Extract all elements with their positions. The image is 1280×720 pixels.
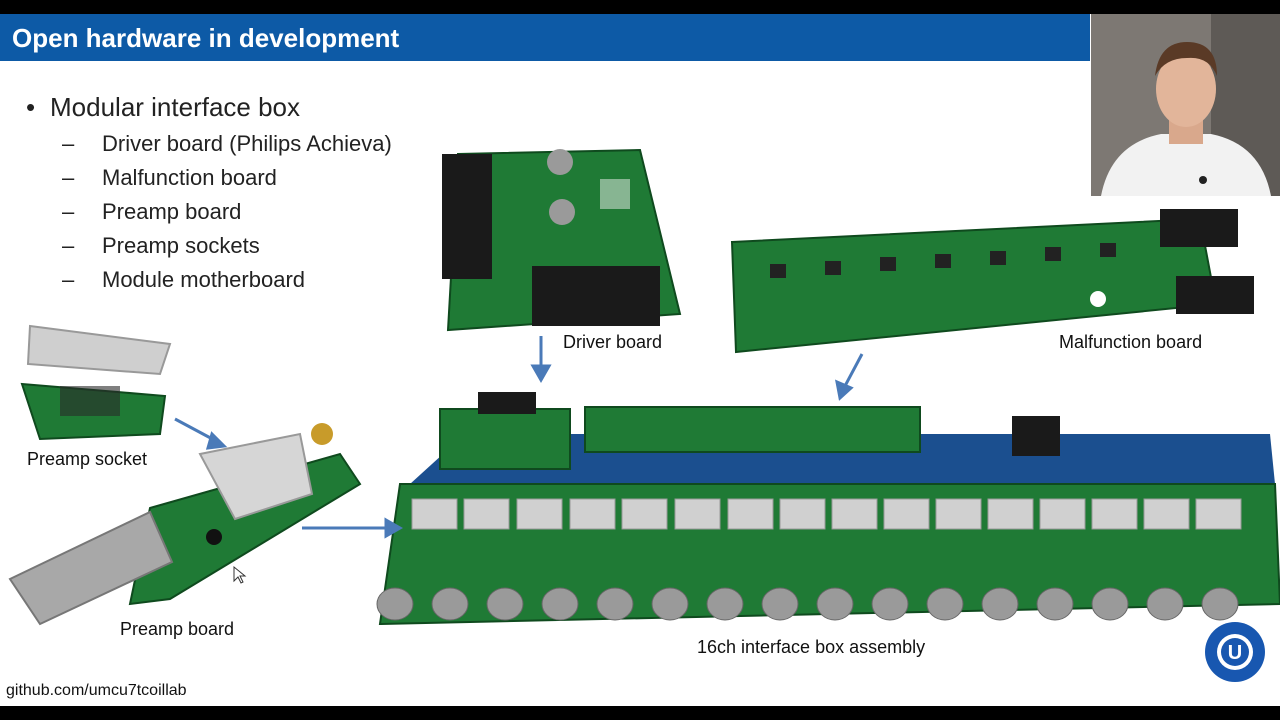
github-link[interactable]: github.com/umcu7tcoillab [6, 682, 187, 699]
arrows [174, 336, 864, 539]
sub-item-text: Malfunction board [102, 165, 277, 190]
bullet-list: • Modular interface box – Driver board (P… [26, 92, 392, 293]
label-driver-board: Driver board [563, 332, 663, 352]
sub-item-text: Module motherboard [102, 267, 306, 292]
sub-item-text: Preamp sockets [102, 233, 260, 258]
title-bar: Open hardware in development [0, 14, 1090, 61]
label-preamp-board: Preamp board [120, 619, 235, 639]
sub-item-driver-board: – Driver board (Philips Achieva) [26, 131, 392, 157]
driver-board-image [442, 148, 682, 332]
sub-item-text: Driver board (Philips Achieva) [102, 131, 392, 156]
sub-item-module-motherboard: – Module motherboard [26, 267, 392, 293]
sub-item-malfunction-board: – Malfunction board [26, 165, 392, 191]
dash-glyph: – [62, 267, 75, 292]
label-preamp-socket: Preamp socket [27, 449, 148, 469]
preamp-socket-image [20, 324, 172, 441]
presentation-slide: Open hardware in development • Modular i… [0, 14, 1280, 706]
label-malfunction-board: Malfunction board [1059, 332, 1203, 352]
dash-glyph: – [62, 199, 75, 224]
dash-glyph: – [62, 131, 75, 156]
sub-item-text: Preamp board [102, 199, 242, 224]
bullet-glyph: • [26, 92, 36, 122]
label-assembly: 16ch interface box assembly [697, 637, 926, 657]
svg-text:U: U [1228, 642, 1242, 664]
dash-glyph: – [62, 233, 75, 258]
sub-item-preamp-sockets: – Preamp sockets [26, 233, 392, 259]
preamp-board-image [8, 423, 362, 626]
webcam-feed [1091, 14, 1280, 196]
slide-title: Open hardware in development [12, 23, 400, 53]
sub-item-preamp-board: – Preamp board [26, 199, 392, 225]
dash-glyph: – [62, 165, 75, 190]
malfunction-board-image [730, 209, 1254, 354]
mouse-cursor-icon [233, 565, 247, 584]
hardware-illustration: U [8, 148, 1280, 682]
assembly-image [376, 392, 1280, 626]
bullet-item: • Modular interface box [26, 92, 392, 123]
umc-utrecht-logo-icon: U [1205, 622, 1265, 682]
bullet-text: Modular interface box [50, 92, 301, 122]
